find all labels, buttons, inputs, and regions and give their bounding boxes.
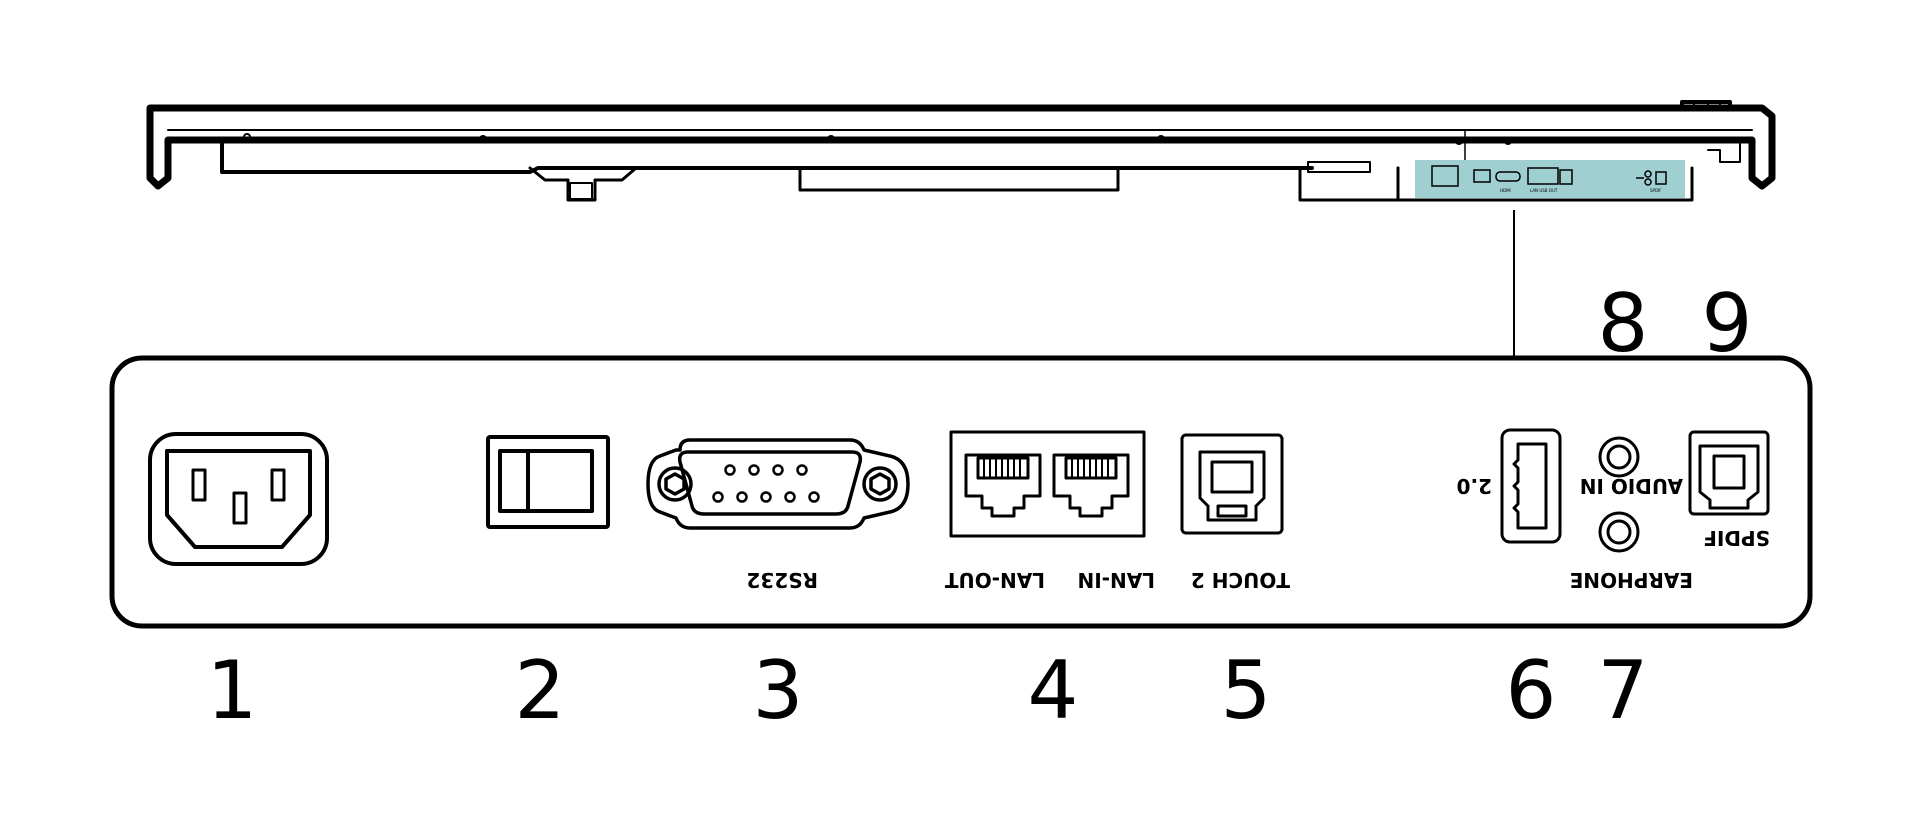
- svg-text:SPDIF: SPDIF: [1650, 188, 1662, 193]
- earphone-jack-icon: [1598, 511, 1640, 553]
- lan-in-label: LAN-IN: [1078, 568, 1155, 592]
- port-panel: [109, 355, 1813, 629]
- callout-8: 8: [1598, 277, 1649, 370]
- callout-5: 5: [1221, 644, 1272, 737]
- power-inlet-icon: [148, 432, 329, 566]
- callout-3: 3: [753, 644, 804, 737]
- lan-ports-icon: [949, 430, 1146, 538]
- lan-out-jack: [964, 453, 1042, 518]
- spdif-port-icon: [1688, 430, 1770, 516]
- rs232-port-icon: [646, 438, 910, 530]
- lan-in-jack: [1052, 453, 1130, 518]
- callout-1: 1: [207, 644, 258, 737]
- rs232-label: RS232: [746, 568, 818, 592]
- usb-version-label: 2.0: [1457, 474, 1492, 498]
- spdif-label: SPDIF: [1703, 526, 1770, 550]
- svg-text:LAN USB OUT: LAN USB OUT: [1530, 188, 1558, 193]
- audio-in-label: AUDIO IN: [1580, 474, 1683, 498]
- callout-7: 7: [1598, 644, 1649, 737]
- callout-6: 6: [1506, 644, 1557, 737]
- callout-2: 2: [515, 644, 566, 737]
- port-area-highlight: HDMI LAN USB OUT SPDIF: [1415, 160, 1685, 198]
- port-labels: RS232 LAN-IN LAN-OUT TOUCH 2 2.0 AUDIO I…: [746, 474, 1770, 592]
- callout-9: 9: [1702, 277, 1753, 370]
- touch-label: TOUCH 2: [1191, 568, 1290, 592]
- callout-4: 4: [1028, 644, 1079, 737]
- power-switch-icon: [486, 435, 610, 529]
- usb-2-port-icon: [1500, 428, 1562, 544]
- display-bottom-edge: [146, 100, 1776, 202]
- earphone-label: EARPHONE: [1570, 568, 1693, 592]
- callout-numbers: 1 2 3 4 5 6 7 8 9: [207, 277, 1753, 737]
- svg-text:HDMI: HDMI: [1500, 188, 1511, 193]
- lan-out-label: LAN-OUT: [944, 568, 1045, 592]
- audio-in-jack-icon: [1598, 436, 1640, 478]
- touch-usb-b-port-icon: [1180, 433, 1284, 535]
